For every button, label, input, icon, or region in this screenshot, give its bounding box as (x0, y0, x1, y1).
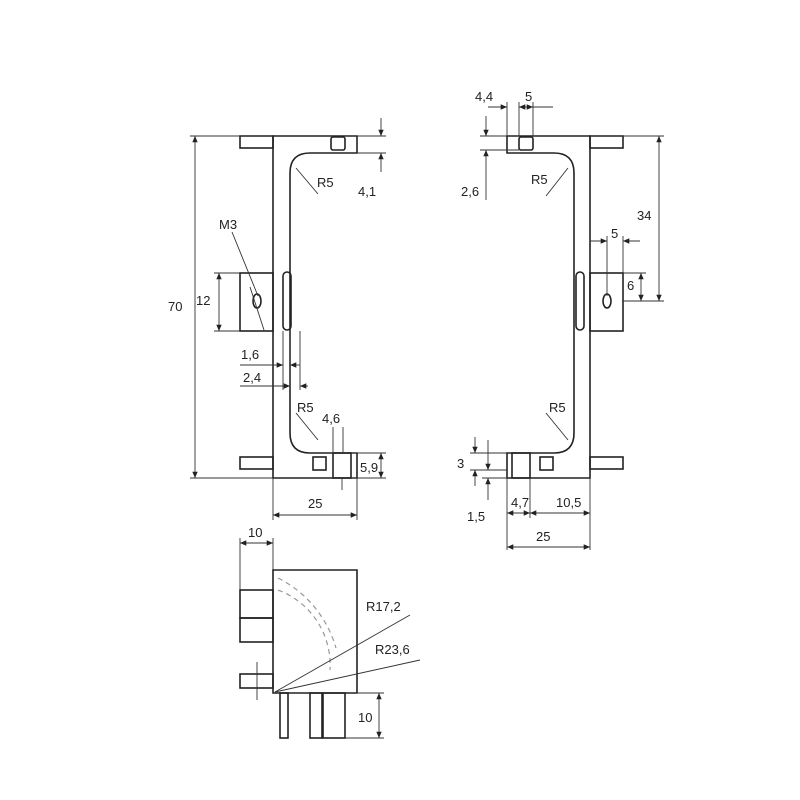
label-dim-1-5: 1,5 (467, 509, 485, 524)
label-width-right: 25 (536, 529, 550, 544)
label-height-34: 34 (637, 208, 651, 223)
left-web-slot (282, 271, 292, 331)
left-bottom-flange (239, 456, 274, 470)
right-bottom-slot-a (511, 452, 531, 479)
label-radius-top-right: R5 (531, 172, 548, 187)
left-top-slot (330, 136, 346, 151)
right-bottom-flange (589, 456, 624, 470)
left-bottom-slot-a (312, 456, 327, 471)
label-radius-bottom-right: R5 (549, 400, 566, 415)
left-top-flange (239, 135, 274, 149)
right-view: 4,4 5 2,6 R5 34 5 6 R5 3 (457, 89, 664, 550)
right-bottom-slot-b (539, 456, 554, 471)
label-dim-10-5: 10,5 (556, 495, 581, 510)
label-tab-height: 12 (196, 293, 210, 308)
label-tab-height-right: 6 (627, 278, 634, 293)
side-view: 10 R17,2 R23,6 10 (239, 525, 421, 739)
label-overall-height: 70 (168, 299, 182, 314)
inner-arc (277, 577, 337, 649)
label-width-left: 25 (308, 496, 322, 511)
label-dim-4-7: 4,7 (511, 495, 529, 510)
side-tab-upper (239, 589, 274, 619)
outer-arc (277, 589, 331, 671)
label-dim-b: 2,4 (243, 370, 261, 385)
label-radius-bottom-left: R5 (297, 400, 314, 415)
label-dim-a: 1,6 (241, 347, 259, 362)
label-pin-length: 10 (358, 710, 372, 725)
left-bottom-slot-b (332, 452, 352, 479)
label-top-a: 4,4 (475, 89, 493, 104)
right-bracket-body (506, 135, 591, 479)
label-dim-c: 4,6 (322, 411, 340, 426)
label-hole-offset: 5 (611, 226, 618, 241)
left-bracket-body (272, 135, 358, 479)
right-mount-tab (589, 272, 624, 332)
label-dim-3: 3 (457, 456, 464, 471)
label-top-b: 5 (525, 89, 532, 104)
label-dim-d: 5,9 (360, 460, 378, 475)
left-mount-tab (239, 272, 274, 332)
side-tab-middle (239, 617, 274, 643)
label-radius-top-left: R5 (317, 175, 334, 190)
label-thread: M3 (219, 217, 237, 232)
right-web-slot (575, 271, 585, 331)
label-radius-inner: R17,2 (366, 599, 401, 614)
label-radius-outer: R23,6 (375, 642, 410, 657)
right-hole (602, 293, 612, 309)
label-top-width: 10 (248, 525, 262, 540)
right-top-flange (589, 135, 624, 149)
side-pin-b (309, 692, 323, 739)
side-pin-a (279, 692, 289, 739)
right-top-slot (518, 136, 534, 151)
left-view: 70 4,1 R5 M3 12 1,6 2,4 R5 4,6 (168, 118, 386, 520)
label-left-right-view: 2,6 (461, 184, 479, 199)
side-main-block (272, 569, 358, 694)
side-pin-c (322, 692, 346, 739)
label-slot-offset: 4,1 (358, 184, 376, 199)
side-tab-small (239, 673, 274, 689)
